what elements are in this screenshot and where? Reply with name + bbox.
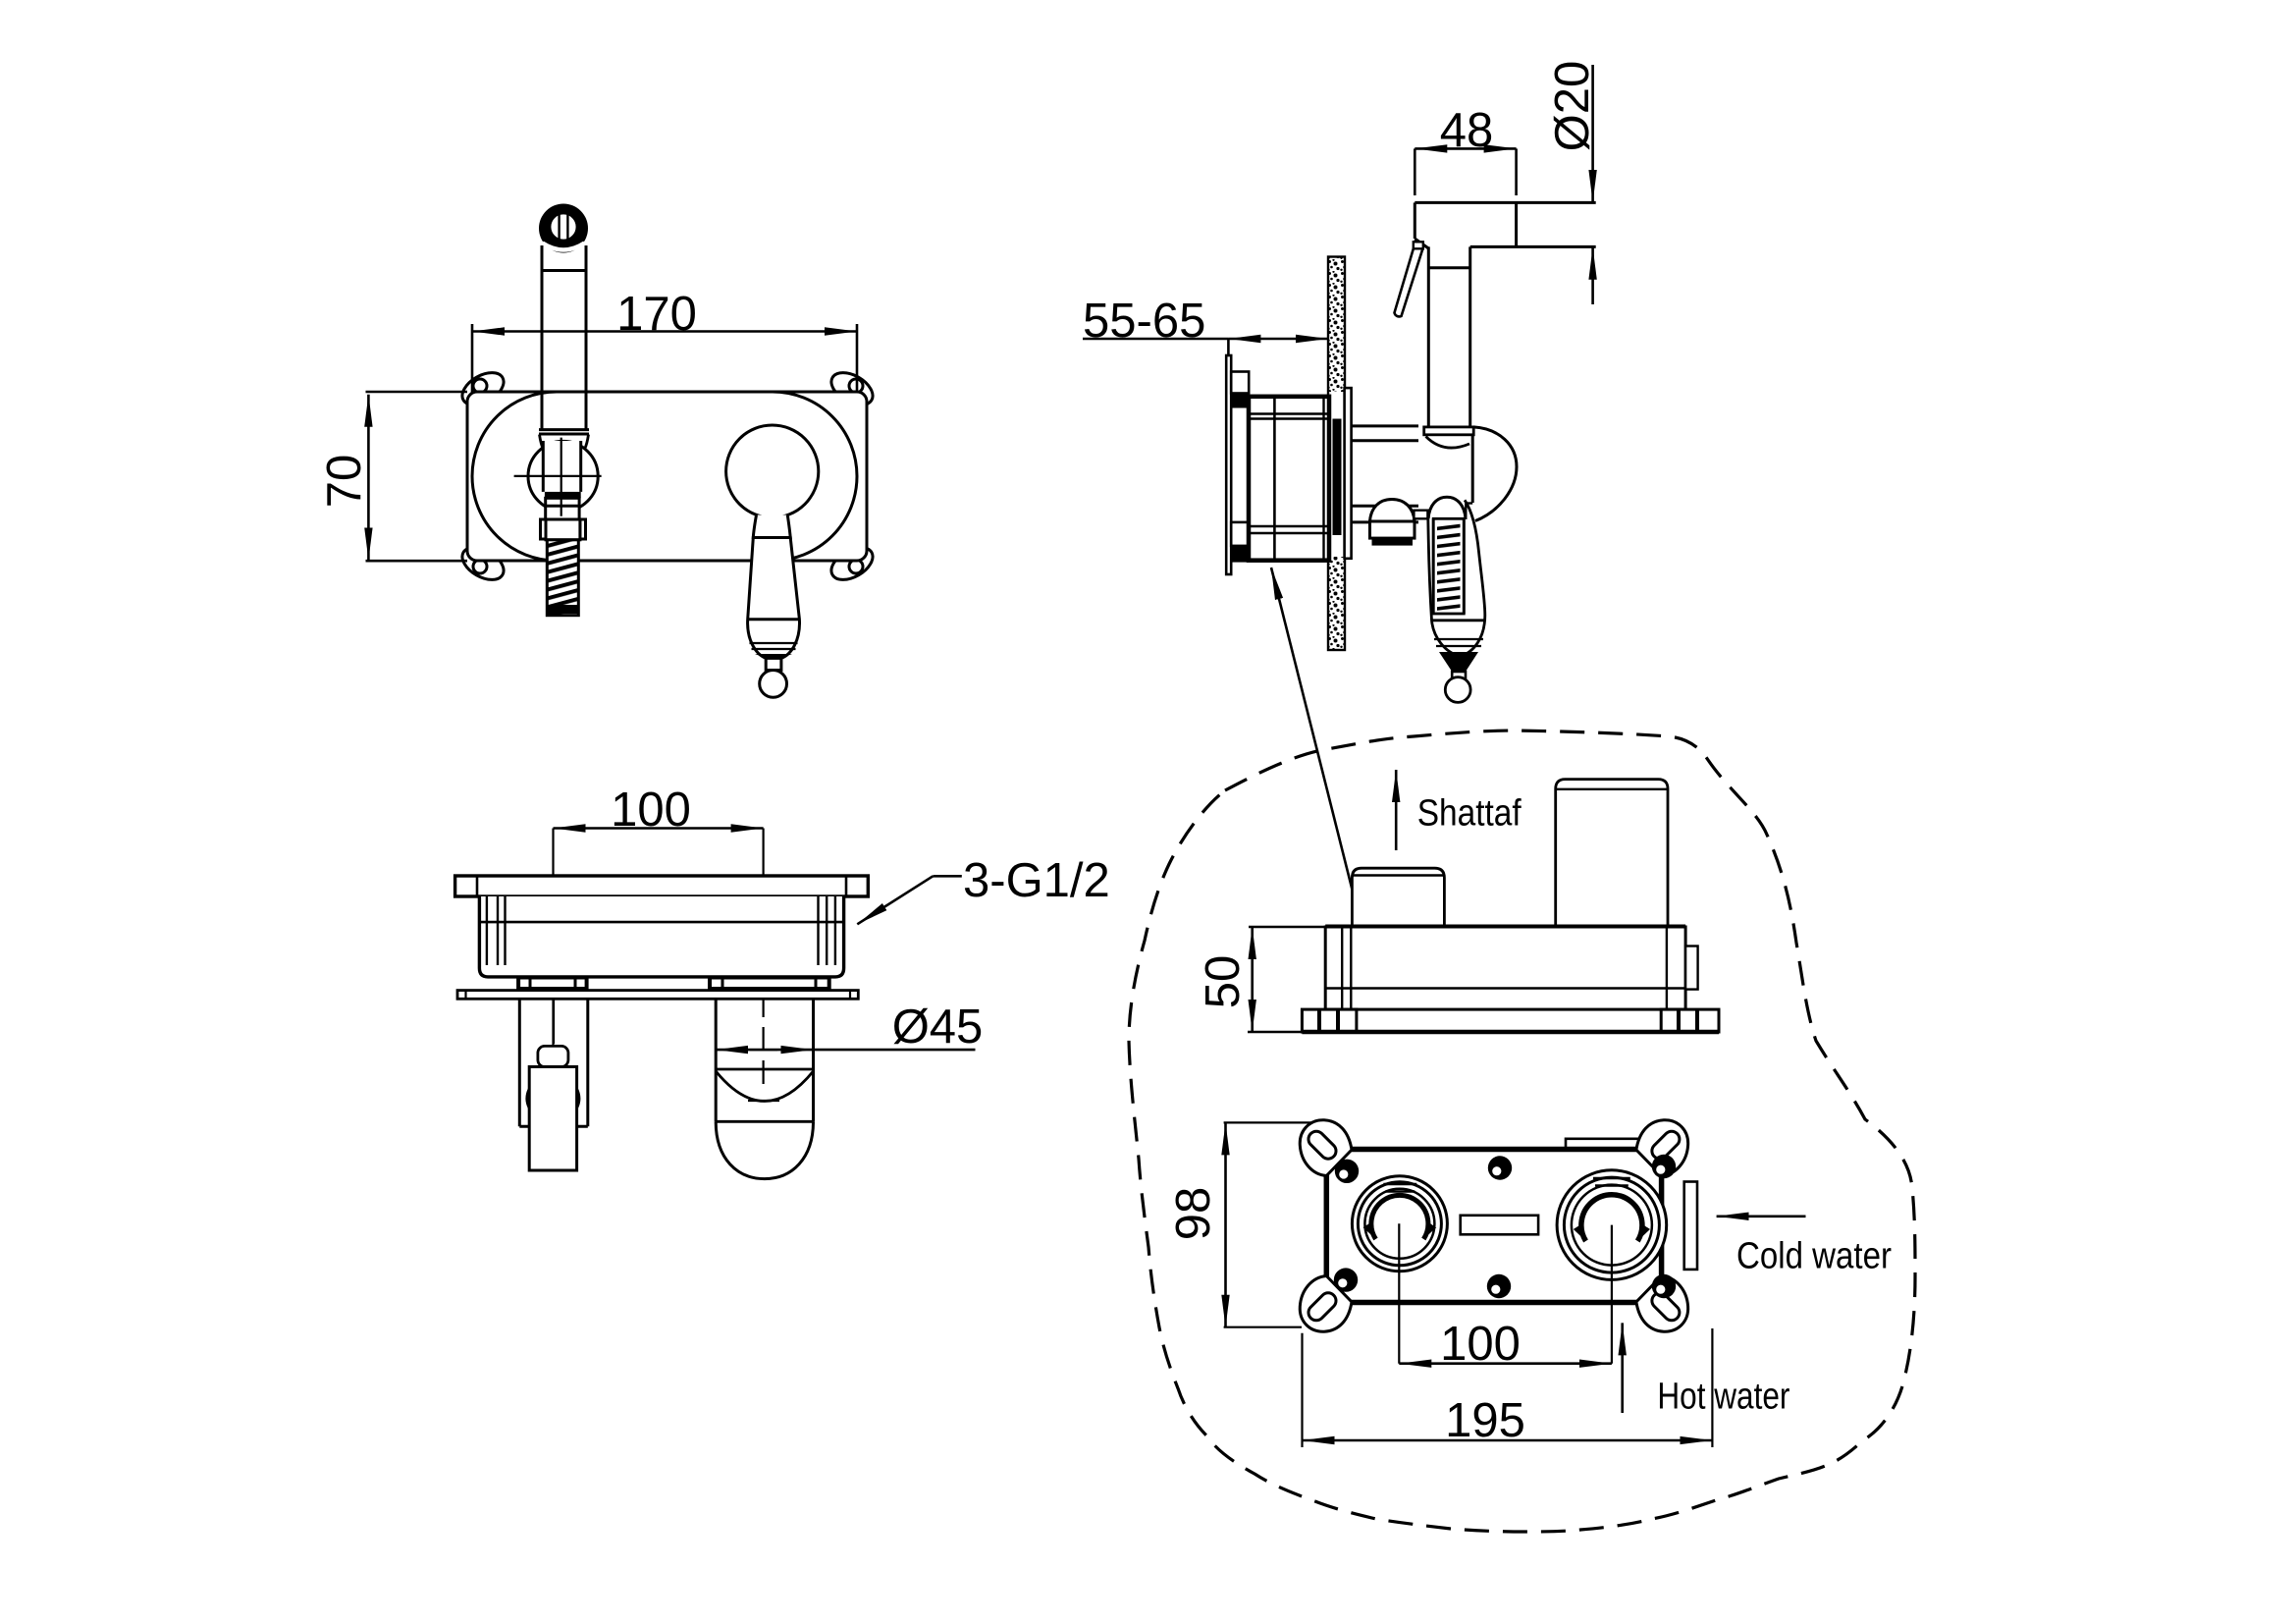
svg-text:Ø45: Ø45 xyxy=(892,1001,984,1054)
svg-text:98: 98 xyxy=(1167,1187,1220,1241)
svg-text:Shattaf: Shattaf xyxy=(1417,792,1522,834)
svg-text:Cold water: Cold water xyxy=(1736,1235,1892,1276)
svg-text:Hot water: Hot water xyxy=(1657,1376,1789,1417)
svg-text:170: 170 xyxy=(616,288,697,341)
svg-text:70: 70 xyxy=(318,455,371,509)
svg-text:50: 50 xyxy=(1197,955,1250,1009)
svg-text:3-G1/2: 3-G1/2 xyxy=(963,854,1110,907)
svg-text:Ø20: Ø20 xyxy=(1546,61,1599,152)
